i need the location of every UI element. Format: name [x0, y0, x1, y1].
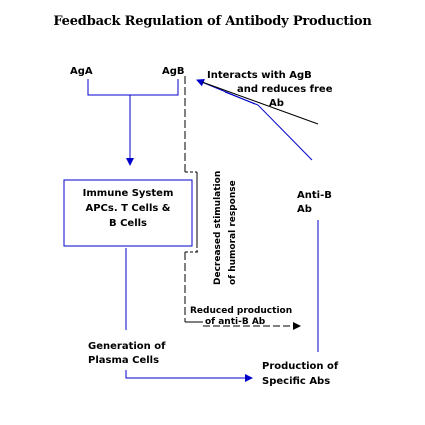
feedback-line2: and reduces free [237, 84, 333, 95]
humoral-response-label: of humoral response [228, 180, 238, 285]
antibody-to-antigen-feedback [196, 78, 319, 161]
production-line2: Specific Abs [262, 376, 330, 387]
anti-b-ab-line1: Anti-B [297, 190, 332, 201]
antigen-a-label: AgA [70, 66, 93, 77]
plasma-to-abs-arrow [125, 370, 253, 382]
antigen-b-label: AgB [162, 66, 185, 77]
generation-line1: Generation of [88, 341, 166, 352]
production-line1: Production of [262, 361, 339, 372]
immune-box-line3: B Cells [109, 218, 147, 229]
diagram-title: Feedback Regulation of Antibody Producti… [53, 14, 372, 29]
decreased-stimulation-label: Decreased stimulation [213, 171, 223, 285]
anti-b-ab-line2: Ab [297, 204, 312, 215]
antigen-input-connector [87, 79, 179, 166]
reduced-production-line1: Reduced production [190, 306, 292, 316]
immune-system-box [63, 179, 193, 247]
feedback-line3: Ab [269, 98, 284, 109]
generation-line2: Plasma Cells [88, 355, 159, 366]
feedback-inhibition-path [184, 76, 301, 330]
immune-box-line1: Immune System [83, 188, 174, 199]
immune-box-line2: APCs. T Cells & [85, 203, 170, 214]
reduced-production-line2: of anti-B Ab [205, 317, 266, 327]
feedback-line1: Interacts with AgB [207, 70, 312, 81]
